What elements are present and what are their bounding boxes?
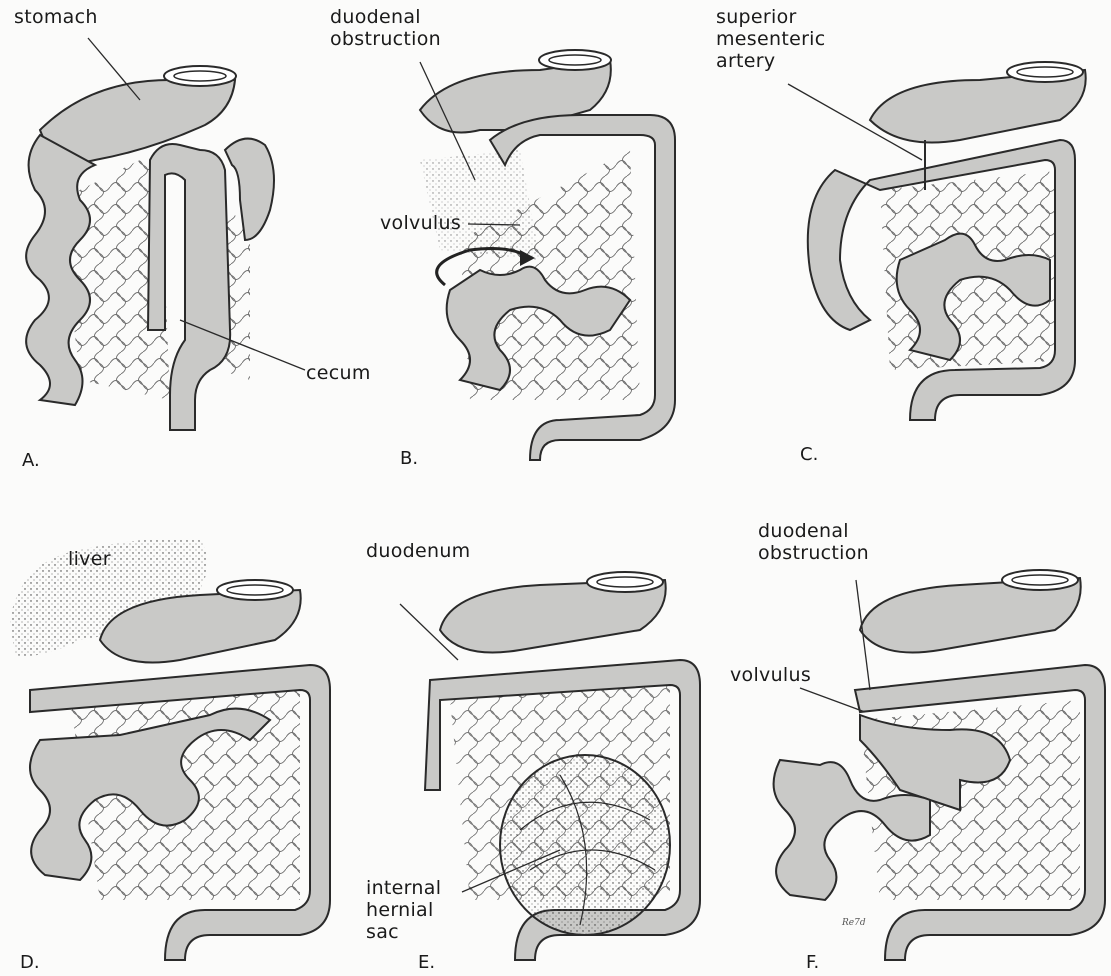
label-liver: liver [68, 548, 111, 570]
label-duodenal-obstruction-b: duodenal obstruction [330, 6, 441, 50]
label-duodenum: duodenum [366, 540, 470, 562]
panel-b [420, 50, 675, 460]
panel-c [808, 62, 1086, 420]
panel-e [425, 572, 700, 960]
panel-e-letter: E. [418, 952, 435, 973]
esophagus-opening-d [217, 580, 293, 600]
panel-b-letter: B. [400, 448, 418, 469]
panel-a [26, 66, 274, 430]
label-duodenal-obstruction-f: duodenal obstruction [758, 520, 869, 564]
label-hernial-sac: internal hernial sac [366, 877, 441, 943]
panel-c-letter: C. [800, 444, 818, 465]
label-volvulus-f: volvulus [730, 664, 811, 686]
label-stomach: stomach [14, 6, 98, 28]
panel-f [774, 570, 1105, 960]
label-volvulus-b: volvulus [380, 212, 461, 234]
esophagus-opening-c [1007, 62, 1083, 82]
artist-signature: Re7d [842, 918, 866, 928]
esophagus-opening-b [539, 50, 611, 70]
panel-f-letter: F. [806, 952, 819, 973]
esophagus-opening-e [587, 572, 663, 592]
panel-d [10, 539, 330, 960]
panel-a-letter: A. [22, 450, 40, 471]
label-sma: superior mesenteric artery [716, 6, 826, 72]
label-cecum: cecum [306, 362, 371, 384]
obstruction-shading-b [420, 150, 540, 260]
panel-d-letter: D. [20, 952, 40, 973]
esophagus-opening-a [164, 66, 236, 86]
esophagus-opening-f [1002, 570, 1078, 590]
